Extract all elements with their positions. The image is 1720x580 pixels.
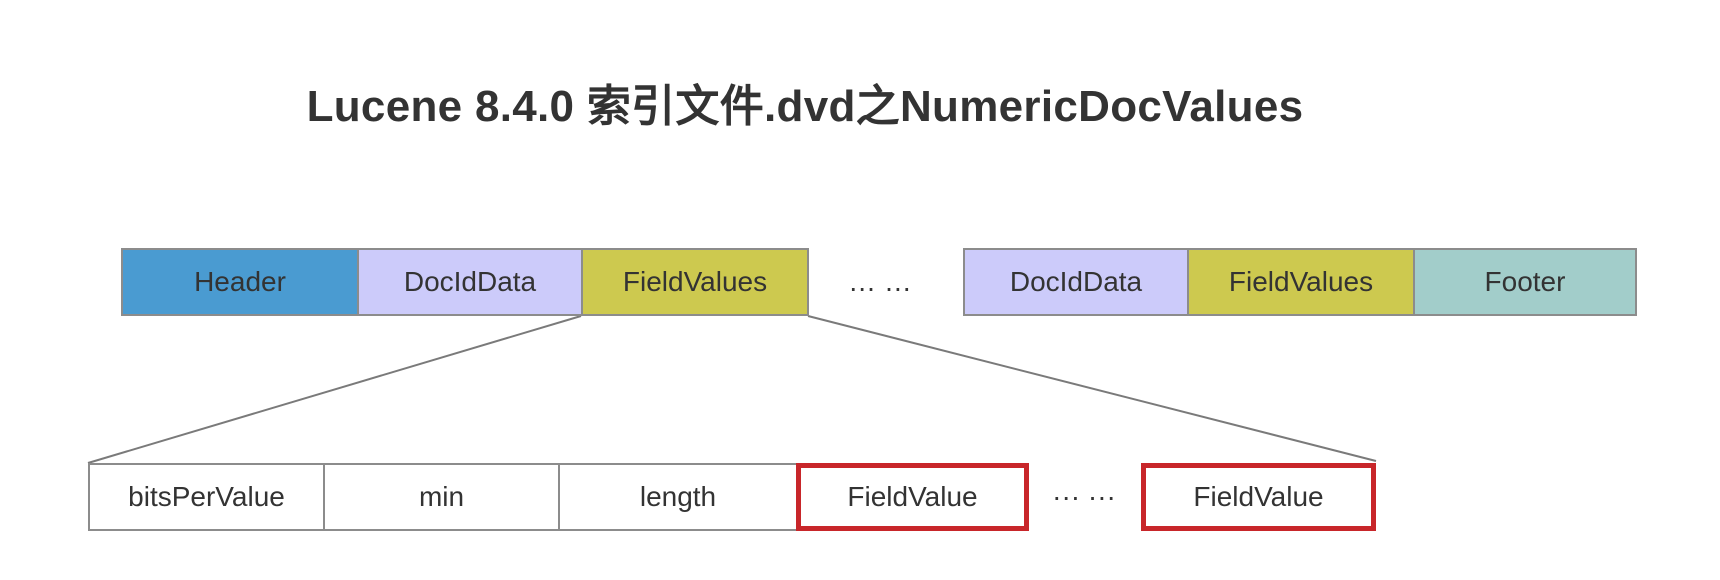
docid-data-block: DocIdData [963,248,1189,316]
field-value-block: FieldValue [796,463,1029,531]
field-values-block-label: FieldValues [1228,266,1374,297]
docid-data-block: DocIdData [357,248,583,316]
min-block: min [323,463,560,531]
field-values-block-label: FieldValues [622,266,768,297]
field-values-block: FieldValues [1187,248,1415,316]
bottom-ellipsis: ··· ··· [1052,481,1116,512]
bits-per-value-label: bitsPerValue [128,481,285,512]
field-values-block: FieldValues [581,248,809,316]
bits-per-value-block: bitsPerValue [88,463,325,531]
footer-block: Footer [1413,248,1637,316]
diagram-title: Lucene 8.4.0 索引文件.dvd之NumericDocValues [306,82,1304,131]
field-value-block: FieldValue [1141,463,1376,531]
docid-data-block-label: DocIdData [403,266,537,297]
field-value-label: FieldValue [1193,481,1324,512]
length-block: length [558,463,798,531]
docid-data-block-label: DocIdData [1009,266,1143,297]
field-value-label: FieldValue [847,481,978,512]
top-ellipsis: … … [848,266,912,297]
header-block: Header [121,248,359,316]
connector-line-right [807,315,1377,462]
length-label: length [639,481,717,512]
min-label: min [418,481,465,512]
header-block-label: Header [194,266,286,297]
connector-line-left [87,315,582,464]
footer-block-label: Footer [1484,266,1566,297]
